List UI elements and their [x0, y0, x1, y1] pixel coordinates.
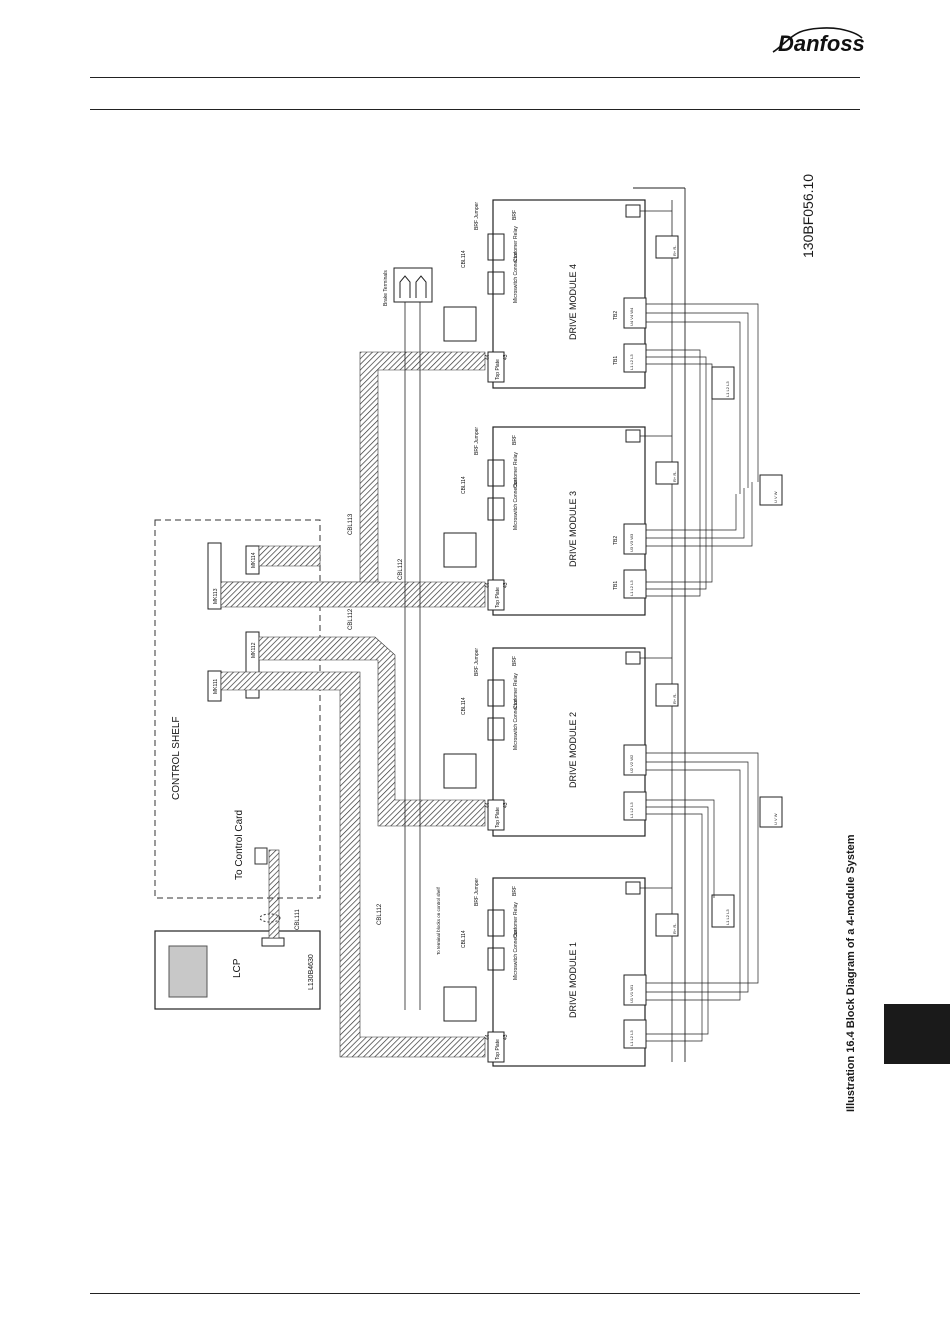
top-plate-label-1: Top Plate — [495, 1039, 501, 1060]
brake-terminals: Brake Terminals — [383, 267, 433, 306]
l1l2l3-label-2: L1 L2 L3 — [629, 802, 634, 818]
cbl114-label-2: CBL114 — [461, 697, 467, 715]
motor-label-top: U V W — [773, 491, 778, 503]
pin43-label-3: 43 — [503, 582, 509, 588]
microswitch-label-4: Microswitch Connector — [513, 252, 519, 303]
l1l2l3-label-1: L1 L2 L3 — [629, 1030, 634, 1046]
mk111-label: MK111 — [213, 679, 219, 694]
tb1-label-4: TB1 — [613, 356, 619, 365]
cbl112-label-1: CBL112 — [398, 558, 404, 580]
customer-relay-label-4: Customer Relay — [513, 226, 519, 262]
brf-label-2: BRF — [512, 656, 518, 666]
pin44-label-1: 44 — [485, 1034, 491, 1040]
pin43-label-2: 43 — [503, 802, 509, 808]
mains-terminal-bottom: L1 L2 L3 — [711, 894, 735, 928]
brake-terminals-label: Brake Terminals — [383, 270, 389, 306]
control-shelf-label: CONTROL SHELF — [171, 716, 182, 800]
mains-label-top: L1 L2 L3 — [725, 381, 730, 397]
mk114-label: MK114 — [251, 552, 257, 568]
tb1-label-3: TB1 — [613, 581, 619, 590]
module-3-label: DRIVE MODULE 3 — [568, 491, 578, 567]
module-4-label: DRIVE MODULE 4 — [568, 264, 578, 340]
mains-label-bottom: L1 L2 L3 — [725, 909, 730, 925]
brf-jumper-label-4: BRF Jumper — [474, 202, 480, 230]
power-wiring — [640, 210, 759, 1042]
top-plate-label-3: Top Plate — [495, 587, 501, 608]
l1l2l3-label-3: L1 L2 L3 — [629, 580, 634, 596]
drive-module-2: DRIVE MODULE 2 Top Plate BRF Jumper BRF … — [443, 647, 679, 837]
top-plate-label-4: Top Plate — [495, 359, 501, 380]
customer-relay-label-2: Customer Relay — [513, 673, 519, 709]
lcp-panel: LCP L130B4630 — [154, 930, 321, 1010]
drive-module-4: DRIVE MODULE 4 Top Plate BRF Jumper BRF … — [443, 199, 679, 389]
pin44-label-4: 44 — [485, 354, 491, 360]
brf-jumper-label-1: BRF Jumper — [474, 878, 480, 906]
pin44-label-3: 44 — [485, 582, 491, 588]
outputs-label-4: U4 V4 W4 — [629, 307, 634, 326]
brf-label-4: BRF — [512, 210, 518, 220]
brake-label-1: R+ R- — [672, 923, 677, 934]
tb2-label-4: TB2 — [613, 311, 619, 320]
outputs-label-2: U2 V2 W2 — [629, 754, 634, 773]
cbl114-label-4: CBL114 — [461, 250, 467, 268]
pin43-label-1: 43 — [503, 1034, 509, 1040]
l1l2l3-label-4: L1 L2 L3 — [629, 354, 634, 370]
brf-jumper-label-2: BRF Jumper — [474, 648, 480, 676]
customer-relay-label-3: Customer Relay — [513, 452, 519, 488]
microswitch-label-2: Microswitch Connector — [513, 699, 519, 750]
brand-wordmark: Danfoss — [778, 31, 865, 56]
brake-label-3: R+ R- — [672, 471, 677, 482]
lcp-label: LCP — [232, 958, 243, 978]
brake-label-4: R+ R- — [672, 245, 677, 256]
tb2-label-3: TB2 — [613, 536, 619, 545]
danfoss-logo: Danfoss — [770, 18, 865, 64]
mk113-label: MK113 — [213, 588, 219, 604]
header-rule-top — [90, 77, 860, 78]
header-rule-bottom — [90, 109, 860, 110]
brf-label-1: BRF — [512, 886, 518, 896]
pin44-label-2: 44 — [485, 802, 491, 808]
cbl112-label-3: CBL112 — [377, 903, 383, 925]
outputs-label-1: U1 V1 W1 — [629, 984, 634, 1003]
motor-label-bottom: U V W — [773, 813, 778, 825]
brf-label-3: BRF — [512, 435, 518, 445]
outputs-label-3: U3 V3 W3 — [629, 533, 634, 552]
top-plate-label-2: Top Plate — [495, 807, 501, 828]
hatched-cable-bundle — [220, 351, 486, 1058]
cbl114-label-3: CBL114 — [461, 476, 467, 494]
footer-rule — [90, 1293, 860, 1294]
to-control-card-label: To Control Card — [234, 810, 245, 880]
mains-terminal-top: L1 L2 L3 — [711, 366, 735, 400]
module-2-label: DRIVE MODULE 2 — [568, 712, 578, 788]
cbl112-label-2: CBL112 — [348, 608, 354, 630]
brake-label-2: R+ R- — [672, 693, 677, 704]
cbl111-label: CBL111 — [295, 909, 301, 930]
drive-module-1: DRIVE MODULE 1 Top Plate BRF Jumper BRF … — [436, 877, 679, 1067]
cable-cbl111 — [268, 849, 280, 939]
control-shelf: CONTROL SHELF To Control Card MK111 MK11… — [154, 519, 321, 899]
microswitch-label-1: Microswitch Connector — [513, 929, 519, 980]
chapter-tab — [884, 1004, 950, 1064]
module-1-label: DRIVE MODULE 1 — [568, 942, 578, 1018]
motor-terminal-bottom: U V W — [759, 796, 783, 828]
brf-jumper-label-3: BRF Jumper — [474, 427, 480, 455]
pin43-label-4: 43 — [503, 354, 509, 360]
mk112-label: MK112 — [251, 642, 257, 658]
drive-module-3: DRIVE MODULE 3 Top Plate BRF Jumper BRF … — [443, 426, 679, 616]
cbl113-label: CBL113 — [348, 513, 354, 535]
customer-relay-label-1: Customer Relay — [513, 902, 519, 938]
lcp-part-number: L130B4630 — [308, 954, 315, 990]
to-terminal-blocks-label: To terminal blocks on control shelf — [436, 886, 441, 955]
microswitch-label-3: Microswitch Connector — [513, 479, 519, 530]
motor-terminal-top: U V W — [759, 474, 783, 506]
cbl114-label-1: CBL114 — [461, 930, 467, 948]
